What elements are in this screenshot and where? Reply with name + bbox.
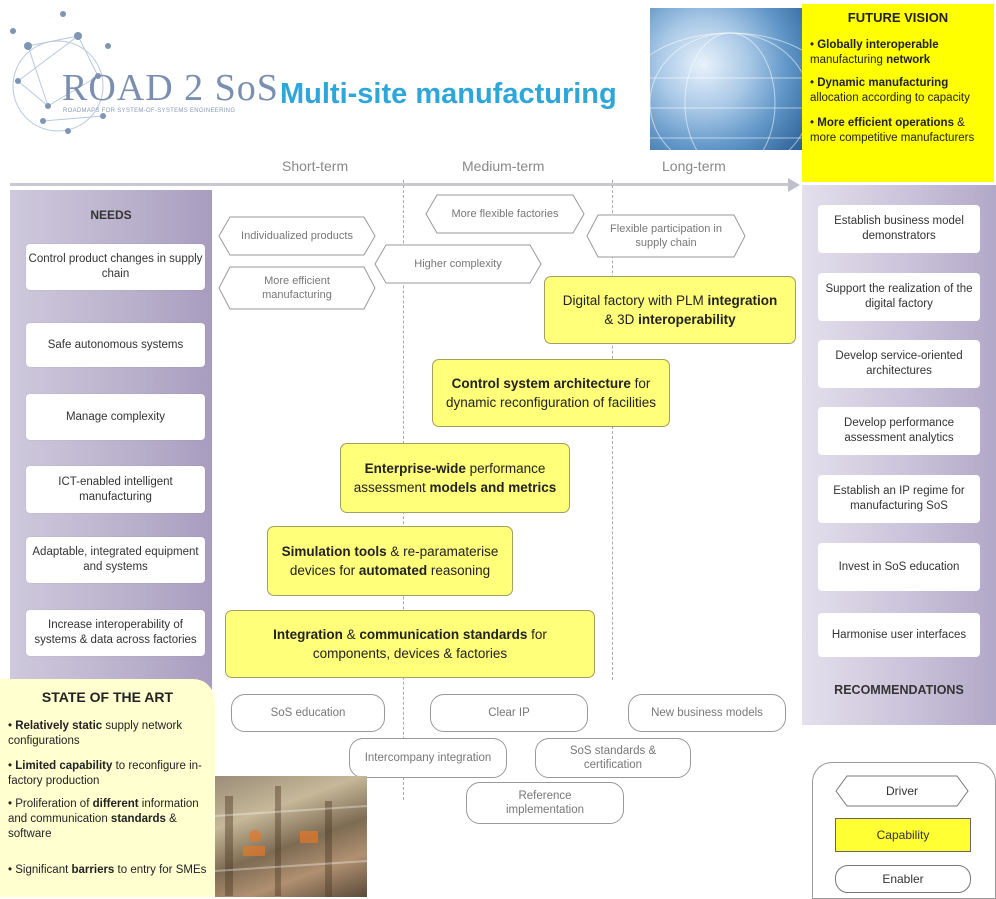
hexagon-shape bbox=[218, 266, 376, 310]
state-of-the-art-box: STATE OF THE ART • Relatively static sup… bbox=[0, 679, 215, 897]
timeline-arrow-line bbox=[10, 183, 790, 186]
needs-title: NEEDS bbox=[90, 208, 132, 222]
recommendation-item: Support the realization of the digital f… bbox=[818, 273, 980, 321]
need-item: Increase interoperability of systems & d… bbox=[26, 610, 205, 656]
needs-panel: NEEDS Control product changes in supply … bbox=[10, 190, 212, 690]
future-vision-item: • Globally interoperable manufacturing n… bbox=[810, 39, 939, 66]
enabler-sos-education: SoS education bbox=[231, 694, 385, 732]
driver-individualized-products: Individualized products bbox=[218, 216, 376, 256]
enabler-new-business-models: New business models bbox=[628, 694, 786, 732]
capability-enterprise-wide-assessment: Enterprise-wide performance assessment m… bbox=[340, 443, 570, 513]
future-vision-box: FUTURE VISION • Globally interoperable m… bbox=[802, 4, 994, 182]
timeline-medium-term: Medium-term bbox=[462, 158, 545, 174]
need-item: Adaptable, integrated equipment and syst… bbox=[26, 537, 205, 583]
recommendation-item: Develop service-oriented architectures bbox=[818, 340, 980, 388]
need-item: Safe autonomous systems bbox=[26, 323, 205, 367]
timeline-divider bbox=[612, 180, 613, 680]
hexagon-shape bbox=[218, 216, 376, 256]
recommendation-item: Establish an IP regime for manufacturing… bbox=[818, 475, 980, 523]
enabler-reference-implementation: Reference implementation bbox=[466, 782, 624, 824]
need-item: Control product changes in supply chain bbox=[26, 244, 205, 290]
road2sos-logo bbox=[8, 6, 223, 146]
capability-digital-factory: Digital factory with PLM integration & 3… bbox=[544, 276, 796, 344]
driver-more-efficient-manufacturing: More efficient manufacturing bbox=[218, 266, 376, 310]
recommendations-panel: Establish business model demonstrators S… bbox=[802, 185, 996, 725]
recommendation-item: Invest in SoS education bbox=[818, 543, 980, 591]
state-of-the-art-item: • Proliferation of different information… bbox=[8, 798, 199, 840]
page-title: Multi-site manufacturing bbox=[280, 78, 617, 110]
state-of-the-art-item: • Significant barriers to entry for SMEs bbox=[8, 864, 207, 876]
capability-control-system-architecture: Control system architecture for dynamic … bbox=[432, 359, 670, 427]
enabler-intercompany-integration: Intercompany integration bbox=[349, 738, 507, 778]
driver-more-flexible-factories: More flexible factories bbox=[425, 194, 585, 234]
legend-capability: Capability bbox=[835, 818, 971, 852]
need-item: Manage complexity bbox=[26, 394, 205, 440]
timeline-long-term: Long-term bbox=[662, 158, 726, 174]
need-item: ICT-enabled intelligent manufacturing bbox=[26, 466, 205, 513]
hexagon-shape bbox=[835, 775, 969, 807]
hexagon-shape bbox=[586, 214, 746, 258]
future-vision-item: • Dynamic manufacturing allocation accor… bbox=[810, 77, 970, 104]
logo-text: ROAD 2 SoS bbox=[62, 67, 279, 109]
state-of-the-art-item: • Limited capability to reconfigure in-f… bbox=[8, 760, 202, 787]
legend-enabler: Enabler bbox=[835, 865, 971, 893]
network-logo-icon bbox=[10, 11, 111, 134]
timeline-arrow-head-icon bbox=[788, 178, 800, 192]
timeline-short-term: Short-term bbox=[282, 158, 349, 174]
capability-integration-standards: Integration & communication standards fo… bbox=[225, 610, 595, 678]
state-of-the-art-title: STATE OF THE ART bbox=[41, 689, 174, 705]
recommendation-item: Harmonise user interfaces bbox=[818, 613, 980, 657]
factory-image bbox=[215, 776, 367, 897]
future-vision-title: FUTURE VISION bbox=[847, 10, 949, 25]
state-of-the-art-item: • Relatively static supply network confi… bbox=[8, 720, 183, 747]
recommendations-title: RECOMMENDATIONS bbox=[834, 683, 964, 697]
enabler-clear-ip: Clear IP bbox=[430, 694, 588, 732]
legend-driver: Driver bbox=[835, 775, 969, 807]
recommendation-item: Develop performance assessment analytics bbox=[818, 407, 980, 455]
logo-subtitle: ROADMAPS FOR SYSTEM-OF-SYSTEMS ENGINEERI… bbox=[63, 108, 236, 114]
capability-simulation-tools: Simulation tools & re-paramaterise devic… bbox=[267, 526, 513, 596]
future-vision-item: • More efficient operations & more compe… bbox=[810, 117, 975, 144]
recommendation-item: Establish business model demonstrators bbox=[818, 205, 980, 253]
legend: Driver Capability Enabler bbox=[812, 762, 996, 899]
driver-flexible-participation: Flexible participation in supply chain bbox=[586, 214, 746, 258]
driver-higher-complexity: Higher complexity bbox=[374, 244, 542, 284]
globe-image bbox=[650, 8, 802, 150]
enabler-sos-standards: SoS standards & certification bbox=[535, 738, 691, 778]
hexagon-shape bbox=[425, 194, 585, 234]
hexagon-shape bbox=[374, 244, 542, 284]
